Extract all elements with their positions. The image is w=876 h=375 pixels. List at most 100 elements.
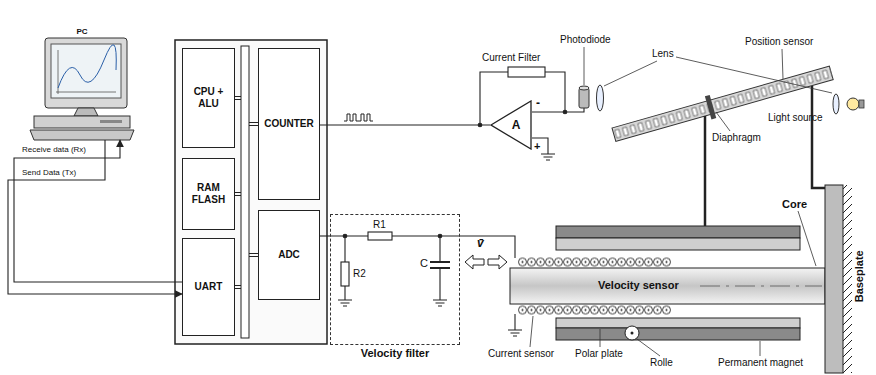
velocity-sensor-assembly [556, 328, 800, 340]
memory-block: RAM FLASH [182, 158, 235, 230]
computer-illustration [58, 45, 116, 88]
uart-block: UART [182, 238, 235, 336]
microcontroller-housing [175, 40, 327, 344]
photodiode-symbol [579, 86, 589, 108]
amplifier-circuit [541, 150, 555, 160]
velocity-sensor-assembly [556, 318, 800, 328]
leader-line [716, 112, 730, 131]
velocity-filter-circuit [368, 232, 392, 240]
component-label: C [420, 257, 428, 270]
signal-wire [320, 235, 330, 236]
part-label: Diaphragm [712, 132, 761, 144]
leader-line [782, 49, 783, 79]
velocity-filter-circuit [343, 234, 347, 238]
node-text: Velocity filter [321, 347, 469, 359]
serial-line [14, 140, 182, 282]
velocity-sensor-assembly [625, 326, 639, 340]
microcontroller-housing [235, 97, 258, 289]
microcontroller-housing [241, 46, 249, 338]
computer-illustration [30, 38, 134, 140]
position-sensor-strip [612, 66, 833, 141]
node-text: RAM FLASH [186, 182, 231, 206]
support-rod [704, 116, 707, 226]
part-label: Velocity sensor [598, 279, 679, 292]
cpu-block: CPU + ALU [182, 48, 235, 148]
lens-symbol [597, 85, 604, 111]
light-source-symbol [859, 100, 864, 108]
motion-arrows [465, 255, 507, 269]
computer-illustration [56, 50, 116, 94]
velocity-sensor-assembly [514, 314, 515, 330]
serial-line [8, 140, 182, 294]
node-text: COUNTER [264, 118, 313, 130]
part-label: Photodiode [560, 34, 611, 46]
baseplate-figure [825, 185, 852, 373]
velocity-filter-circuit [330, 232, 515, 306]
component-label: R2 [353, 268, 366, 280]
leader-line [760, 341, 761, 356]
leader-line [637, 339, 660, 356]
node-text: CPU + ALU [186, 86, 231, 110]
photodiode-symbol [579, 88, 589, 108]
node-text: ADC [278, 249, 300, 261]
light-source-symbol [847, 98, 864, 110]
amplifier-circuit [480, 72, 584, 150]
signal-wire [320, 124, 490, 125]
microcontroller-housing [175, 40, 327, 344]
counter-block: COUNTER [258, 48, 320, 200]
part-label: Lens [652, 48, 674, 60]
velocity-sensor-assembly [700, 286, 822, 287]
velocity-sensor-assembly [508, 330, 522, 336]
part-label: Position sensor [745, 36, 813, 48]
computer-illustration [45, 38, 127, 108]
velocity-filter-circuit [330, 236, 515, 300]
edge-label: Send Data (Tx) [22, 168, 76, 177]
amplifier-circuit [478, 67, 584, 160]
motion-arrows [488, 255, 507, 269]
component-label: R1 [373, 219, 386, 231]
lens-symbol [833, 94, 839, 114]
support-rod [812, 86, 825, 188]
node-text: A [512, 118, 521, 132]
part-label: Rolle [650, 357, 673, 369]
velocity-sensor-assembly [518, 258, 671, 267]
part-label: Current Filter [482, 52, 540, 64]
pin-sign: - [536, 97, 540, 111]
node-text: PC [76, 27, 87, 36]
edge-label: Receive data (Rx) [22, 145, 86, 154]
part-label: Core [782, 198, 807, 211]
computer-illustration [30, 130, 134, 140]
amplifier-outline [490, 100, 532, 150]
position-sensor-strip [705, 95, 716, 119]
velocity-filter-circuit [438, 234, 442, 238]
leader-line [530, 316, 533, 347]
position-sensor-strip [612, 66, 833, 141]
velocity-filter-circuit [341, 262, 349, 286]
amplifier-circuit [563, 110, 567, 114]
motion-arrows [465, 255, 484, 269]
computer-illustration [74, 108, 98, 116]
amplifier-triangle: A [490, 100, 532, 150]
leader-line [798, 211, 816, 266]
light-source-symbol [847, 98, 859, 110]
computer-node: PC [32, 26, 132, 140]
pin-sign: + [534, 140, 540, 153]
velocity-sensor-assembly [556, 226, 800, 238]
leader-line [604, 61, 657, 86]
computer-illustration [34, 116, 130, 128]
leader-line [600, 329, 601, 347]
node-text: UART [195, 281, 223, 293]
velocity-filter-circuit [433, 300, 447, 306]
leader-line [676, 57, 832, 93]
velocity-sensor-assembly [510, 268, 825, 304]
velocity-filter-circuit [430, 262, 450, 268]
position-sensor-strip [611, 61, 835, 146]
photodiode-symbol [579, 86, 589, 90]
computer-illustration [100, 120, 122, 123]
computer-illustration [51, 44, 121, 98]
velocity-sensor-assembly [631, 332, 634, 335]
